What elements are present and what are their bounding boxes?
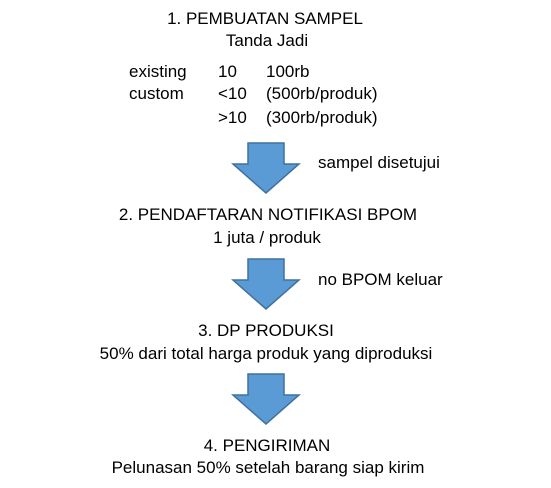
step-2-title: 2. PENDAFTARAN NOTIFIKASI BPOM <box>118 205 418 224</box>
pricing-type-existing: existing <box>129 62 187 81</box>
step-4-title: 4. PENGIRIMAN <box>203 436 331 455</box>
step-2-subtitle: 1 juta / produk <box>213 228 321 247</box>
step-1-title: 1. PEMBUATAN SAMPEL <box>167 9 363 28</box>
down-arrow-3 <box>231 373 301 425</box>
pricing-price-existing: 100rb <box>266 62 310 81</box>
pricing-type-custom: custom <box>129 84 184 103</box>
pricing-price-custom-under: (500rb/produk) <box>266 84 378 103</box>
transition-label-2: no BPOM keluar <box>318 270 443 289</box>
step-3-title: 3. DP PRODUKSI <box>198 321 334 340</box>
pricing-price-custom-over: (300rb/produk) <box>266 108 378 127</box>
down-arrow-2 <box>231 258 301 310</box>
down-arrow-1 <box>231 142 301 194</box>
pricing-qty-custom-over: >10 <box>218 108 247 127</box>
step-1-subtitle: Tanda Jadi <box>225 31 309 50</box>
step-3-subtitle: 50% dari total harga produk yang diprodu… <box>99 344 433 363</box>
transition-label-1: sampel disetujui <box>318 153 440 172</box>
pricing-qty-custom-under: <10 <box>218 84 247 103</box>
pricing-qty-existing: 10 <box>218 62 237 81</box>
step-4-subtitle: Pelunasan 50% setelah barang siap kirim <box>111 458 425 477</box>
